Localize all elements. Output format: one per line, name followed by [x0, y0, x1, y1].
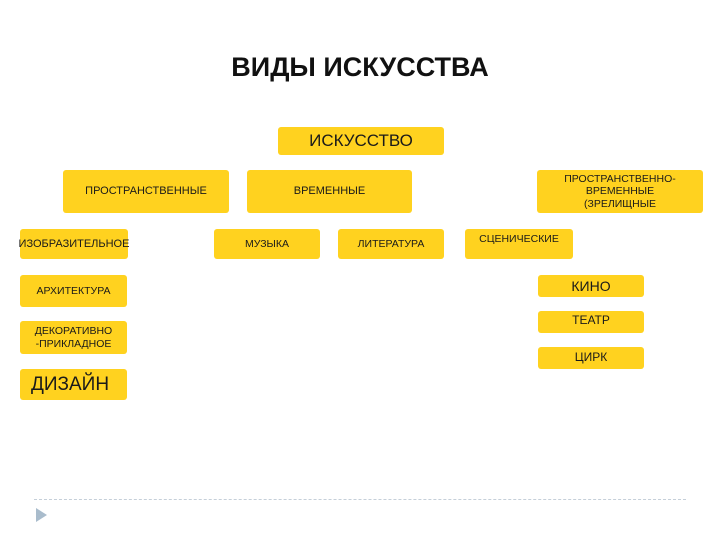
node-music: МУЗЫКА	[214, 229, 320, 259]
footer-arrow-icon	[36, 508, 47, 522]
node-decorative-applied: ДЕКОРАТИВНО -ПРИКЛАДНОЕ	[20, 321, 127, 354]
category-spatiotemporal-line-1: ПРОСТРАНСТВЕННО-	[564, 173, 676, 186]
category-spatiotemporal-line-2: ВРЕМЕННЫЕ	[585, 185, 655, 198]
node-fine-art: ИЗОБРАЗИТЕЛЬНОЕ	[19, 229, 129, 259]
node-stage: СЦЕНИЧЕСКИЕ	[465, 229, 573, 259]
node-circus: ЦИРК	[538, 347, 644, 369]
node-architecture: АРХИТЕКТУРА	[20, 275, 127, 307]
node-decorative-applied-line-2: -ПРИКЛАДНОЕ	[35, 337, 112, 350]
category-spatiotemporal: ПРОСТРАНСТВЕННО- ВРЕМЕННЫЕ (ЗРЕЛИЩНЫЕ	[537, 170, 703, 213]
root-node-art: ИСКУССТВО	[278, 127, 444, 155]
page-title: ВИДЫ ИСКУССТВА	[231, 52, 489, 82]
node-theatre: ТЕАТР	[538, 311, 644, 333]
footer-divider	[34, 499, 686, 500]
node-decorative-applied-line-1: ДЕКОРАТИВНО	[34, 325, 113, 338]
node-design: ДИЗАЙН	[20, 369, 127, 400]
category-temporal: ВРЕМЕННЫЕ	[247, 170, 412, 213]
category-spatial: ПРОСТРАНСТВЕННЫЕ	[63, 170, 229, 213]
node-cinema: КИНО	[538, 275, 644, 297]
category-spatiotemporal-line-3: (ЗРЕЛИЩНЫЕ	[583, 197, 656, 210]
node-literature: ЛИТЕРАТУРА	[338, 229, 444, 259]
